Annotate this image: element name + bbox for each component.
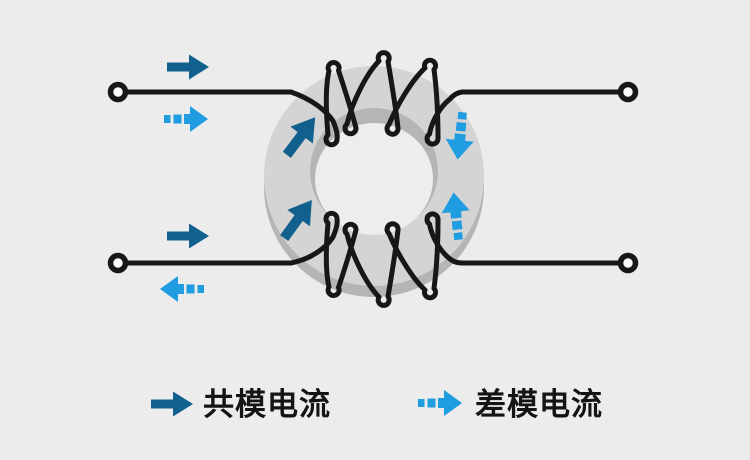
terminal-top-left bbox=[107, 81, 129, 103]
legend: 共模电流 差模电流 bbox=[151, 387, 603, 422]
legend-differential-mode-item: 差模电流 bbox=[418, 387, 603, 422]
core-hole bbox=[315, 123, 433, 235]
terminal-top-right bbox=[617, 81, 639, 103]
top-wire-and-winding bbox=[123, 50, 623, 148]
legend-common-mode-item: 共模电流 bbox=[151, 387, 331, 422]
terminals bbox=[107, 81, 639, 274]
bottom-wire-and-winding bbox=[123, 210, 623, 308]
legend-common-mode-label: 共模电流 bbox=[203, 387, 331, 422]
legend-differential-mode-label: 差模电流 bbox=[475, 387, 603, 422]
terminal-bottom-left bbox=[107, 252, 129, 274]
terminal-bottom-right bbox=[617, 252, 639, 274]
wiring bbox=[123, 50, 623, 308]
